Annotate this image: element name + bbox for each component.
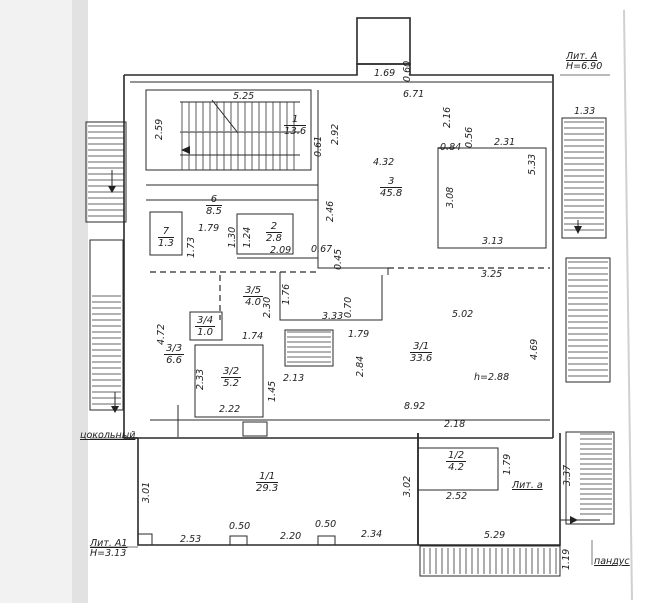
- scan-edge-line: [623, 9, 633, 601]
- dim-label: 5.25: [233, 91, 255, 102]
- dim-label: 1.33: [574, 106, 596, 117]
- ext-stair-right-bottom: [565, 257, 611, 383]
- dim-label: 3.02: [402, 475, 413, 497]
- dim-label: 6.71: [403, 89, 425, 100]
- dim-label: 3.13: [482, 236, 504, 247]
- dim-label: 2.52: [446, 491, 468, 502]
- stair-flight-top: [180, 101, 300, 156]
- ext-stair-left-bottom: [89, 239, 124, 411]
- dim-label: 1.19: [561, 548, 572, 570]
- dim-label: 2.18: [444, 419, 466, 430]
- dim-label: 1.45: [267, 380, 278, 402]
- dim-label: 1.69: [374, 68, 396, 79]
- dim-label: 1.79: [198, 223, 220, 234]
- dim-label: 2.92: [330, 123, 341, 145]
- dim-label: 8.92: [404, 401, 426, 412]
- dim-label: 2.46: [325, 200, 336, 222]
- dim-label: 2.20: [280, 531, 302, 542]
- room-3-niche: [437, 147, 547, 249]
- room-3-left-wall: [317, 90, 389, 275]
- dim-label: 2.22: [219, 404, 241, 415]
- dim-label: 1.30: [227, 226, 238, 248]
- dim-label: 2.59: [154, 118, 165, 140]
- room-1-outline: [145, 89, 312, 171]
- dim-label: 5.02: [452, 309, 474, 320]
- dim-label: 1.79: [502, 453, 513, 475]
- room-3-4-outline: [189, 311, 223, 341]
- ext-stair-bottom: [419, 545, 561, 577]
- dim-label: 0.70: [343, 296, 354, 318]
- dim-label: 0.56: [464, 126, 475, 148]
- dim-label: 4.32: [373, 157, 395, 168]
- dim-label: 0.60: [402, 60, 413, 82]
- door-block: [242, 421, 268, 437]
- dim-label: 2.13: [283, 373, 305, 384]
- dim-label: 4.72: [156, 323, 167, 345]
- dim-label: 0.45: [333, 248, 344, 270]
- room-1-2-outline: [417, 447, 499, 491]
- lit-a-small-note: Лит. а: [512, 480, 543, 491]
- top-projection: [356, 17, 411, 65]
- dim-label: 0.61: [313, 135, 324, 157]
- dim-label: 3.33: [322, 311, 344, 322]
- dim-label: 3.25: [481, 269, 503, 280]
- dim-label: 0.67: [311, 244, 333, 255]
- dim-label: 1.74: [242, 331, 264, 342]
- dim-label: 2.09: [270, 245, 292, 256]
- dim-label: 3.01: [141, 481, 152, 503]
- dim-label: 5.33: [527, 153, 538, 175]
- dim-label: 3.37: [562, 464, 573, 486]
- dim-label: 0.50: [315, 519, 337, 530]
- dim-label: 1.76: [281, 283, 292, 305]
- dim-label: 1.24: [242, 226, 253, 248]
- room-7-outline: [149, 211, 183, 256]
- dim-label: 2.16: [442, 106, 453, 128]
- dim-label: 5.29: [484, 530, 506, 541]
- ramp-note: пандус: [594, 556, 630, 567]
- dim-label: 2.30: [262, 296, 273, 318]
- ramp-structure: [565, 431, 615, 525]
- height-note-main: h=2.88: [474, 372, 510, 383]
- dim-label: 3.08: [445, 186, 456, 208]
- room-2-outline: [236, 213, 294, 255]
- dim-label: 4.69: [529, 338, 540, 360]
- dim-label: 2.84: [355, 355, 366, 377]
- dim-label: 0.84: [440, 142, 462, 153]
- dim-label: 2.33: [195, 368, 206, 390]
- dim-label: 1.79: [348, 329, 370, 340]
- ext-stair-left-top: [85, 121, 127, 223]
- dim-label: 2.31: [494, 137, 516, 148]
- stair-small: [284, 329, 334, 367]
- dim-label: 1.73: [186, 236, 197, 258]
- ext-stair-right-top: [561, 117, 607, 239]
- basement-note: цокольный: [80, 430, 136, 441]
- dim-label: 0.50: [229, 521, 251, 532]
- scan-binding-shade: [72, 0, 88, 603]
- dim-label: 2.34: [361, 529, 383, 540]
- lit-a-top-right-wall: [124, 63, 554, 438]
- room-3-2-outline: [194, 344, 264, 418]
- dim-label: 2.53: [180, 534, 202, 545]
- stair-arrow-left: [181, 146, 190, 154]
